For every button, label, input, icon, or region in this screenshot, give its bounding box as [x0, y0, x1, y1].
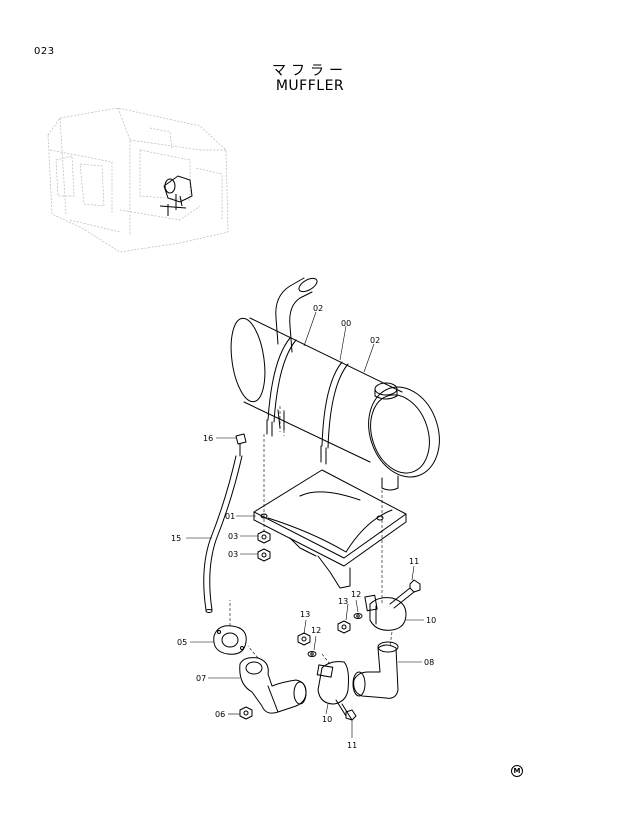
callout-12-upper: 12 — [351, 590, 361, 599]
callout-05: 05 — [177, 638, 187, 647]
nut-03-a — [257, 530, 271, 544]
bolt-11-upper — [409, 579, 421, 593]
callout-02-right: 02 — [370, 336, 380, 345]
callout-07: 07 — [196, 674, 206, 683]
bolt-11-lower — [345, 709, 357, 721]
drain-hose — [203, 455, 237, 611]
gasket — [213, 625, 247, 655]
callout-11-upper: 11 — [409, 557, 419, 566]
muffler-assembly — [203, 277, 440, 721]
machine-locator-thumbnail — [47, 107, 229, 253]
washer-12-lower — [307, 651, 317, 657]
page-number: 023 — [34, 46, 55, 57]
callout-08: 08 — [424, 658, 434, 667]
nut-13-upper — [337, 620, 351, 634]
callout-13-lower: 13 — [300, 610, 310, 619]
callout-10-upper: 10 — [426, 616, 436, 625]
title-japanese: マフラー — [272, 63, 348, 79]
catalog-mark-icon: M — [511, 765, 523, 777]
callout-03-lower: 03 — [228, 550, 238, 559]
muffler-body — [249, 317, 403, 393]
clamp-10-upper — [369, 597, 407, 631]
callout-00: 00 — [341, 319, 351, 328]
muffler-right-end — [368, 386, 440, 478]
callout-06: 06 — [215, 710, 225, 719]
muffler-left-end — [230, 317, 266, 403]
callout-13-upper: 13 — [338, 597, 348, 606]
exhaust-tail-pipe — [275, 277, 305, 345]
title-english: MUFFLER — [275, 78, 345, 94]
mounting-band-right — [321, 361, 343, 447]
mounting-band-left — [267, 337, 291, 421]
clamp-10-lower — [317, 661, 349, 705]
nut-06 — [239, 706, 253, 720]
callout-11-lower: 11 — [347, 741, 357, 750]
callout-02-top: 02 — [313, 304, 323, 313]
washer-12-upper — [353, 613, 363, 619]
callout-03-upper: 03 — [228, 532, 238, 541]
locator-highlight-muffler — [159, 175, 193, 216]
nut-13-lower — [297, 632, 311, 646]
callout-10-lower: 10 — [322, 715, 332, 724]
clip-16 — [235, 433, 247, 445]
callout-labels: 02 00 02 16 01 15 03 03 11 12 13 10 13 1… — [171, 304, 436, 750]
nut-03-b — [257, 548, 271, 562]
muffler-inlet — [374, 382, 398, 396]
callout-15: 15 — [171, 534, 181, 543]
callout-16: 16 — [203, 434, 213, 443]
exhaust-pipe-08 — [353, 644, 399, 699]
assembly-guide-lines — [229, 406, 393, 665]
callout-01: 01 — [225, 512, 235, 521]
callout-leaders — [186, 311, 424, 738]
callout-12-lower: 12 — [311, 626, 321, 635]
